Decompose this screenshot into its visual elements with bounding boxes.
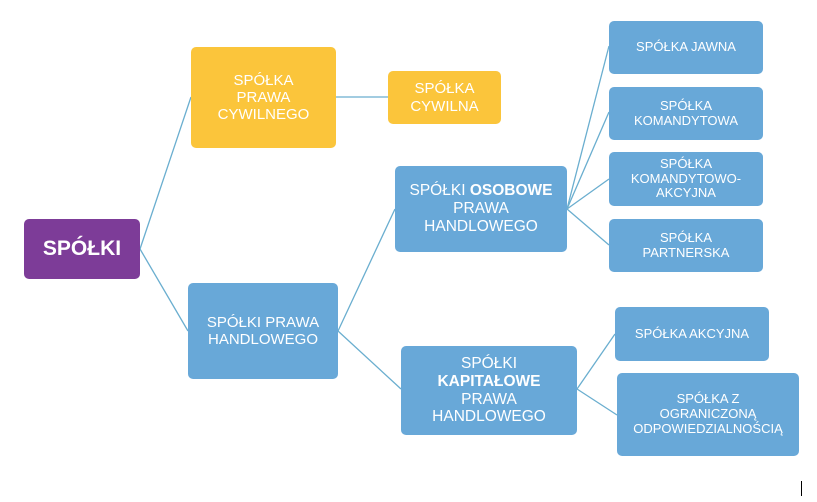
- node-spolki: SPÓŁKI: [24, 219, 140, 279]
- node-capital-line4: HANDLOWEGO: [432, 408, 546, 426]
- node-ljs-line3: AKCYJNA: [656, 185, 716, 201]
- node-spolka-jawna: SPÓŁKA JAWNA: [609, 21, 763, 74]
- node-spolki-osobowe: SPÓŁKI OSOBOWE PRAWA HANDLOWEGO: [395, 166, 567, 252]
- node-civil-partnership-line1: SPÓŁKA: [414, 80, 475, 98]
- connector-commercial-capital: [337, 330, 402, 390]
- node-limited-line1: SPÓŁKA: [659, 97, 713, 113]
- node-limited-line2: KOMANDYTOWA: [633, 112, 738, 128]
- connector-commercial-personal: [337, 208, 396, 332]
- node-spolki-label: SPÓŁKI: [42, 236, 122, 260]
- node-ljs-line1: SPÓŁKA: [659, 155, 713, 171]
- node-personal-prefix: SPÓŁKI: [409, 182, 470, 200]
- node-spolka-akcyjna: SPÓŁKA AKCYJNA: [615, 307, 769, 361]
- node-llc-line1: SPÓŁKA Z: [676, 391, 740, 407]
- node-commercial-law-line2: HANDLOWEGO: [207, 331, 318, 348]
- node-general-line1: SPÓŁKA JAWNA: [636, 39, 736, 55]
- connector-personal-professional: [566, 208, 610, 246]
- connector-personal-limited: [566, 111, 610, 210]
- node-spolki-kapitalowe: SPÓŁKI KAPITAŁOWE PRAWA HANDLOWEGO: [401, 346, 577, 435]
- node-personal-emphasis: OSOBOWE: [469, 182, 553, 200]
- node-spolka-z-oo: SPÓŁKA Z OGRANICZONĄ ODPOWIEDZIALNOŚCIĄ: [617, 373, 799, 456]
- node-capital-emphasis: KAPITAŁOWE: [437, 372, 541, 390]
- connector-capital-llc: [576, 388, 618, 416]
- node-civil-law-line2: PRAWA: [236, 88, 291, 106]
- node-llc-line3: ODPOWIEDZIALNOŚCIĄ: [633, 420, 783, 436]
- node-llc-line2: OGRANICZONĄ: [659, 406, 757, 422]
- connector-personal-general: [566, 45, 610, 210]
- node-civil-partnership-line2: CYWILNA: [410, 97, 479, 115]
- node-spolka-prawa-cywilnego: SPÓŁKA PRAWA CYWILNEGO: [191, 47, 336, 148]
- node-joint-stock-line1: SPÓŁKA AKCYJNA: [634, 325, 750, 341]
- node-personal-line2: PRAWA: [453, 200, 509, 218]
- node-capital-line1: SPÓŁKI: [461, 354, 517, 372]
- node-personal-line1: SPÓŁKI OSOBOWE: [410, 182, 553, 200]
- node-spolka-cywilna: SPÓŁKA CYWILNA: [388, 71, 501, 124]
- node-professional-line1: SPÓŁKA: [659, 229, 713, 245]
- node-spolka-partnerska: SPÓŁKA PARTNERSKA: [609, 219, 763, 272]
- node-spolka-komandytowa: SPÓŁKA KOMANDYTOWA: [609, 87, 763, 140]
- connector-root-civil: [139, 96, 192, 250]
- text-cursor: [801, 481, 802, 496]
- node-commercial-law-line1: SPÓŁKI PRAWA: [206, 313, 320, 331]
- connector-personal-ljs: [566, 178, 610, 210]
- node-capital-line2: KAPITAŁOWE: [437, 373, 540, 391]
- node-civil-law-line1: SPÓŁKA: [233, 71, 294, 89]
- node-capital-line3: PRAWA: [461, 390, 517, 408]
- node-ljs-line2: KOMANDYTOWO-: [630, 170, 742, 186]
- node-spolka-komandytowo-akcyjna: SPÓŁKA KOMANDYTOWO- AKCYJNA: [609, 152, 763, 206]
- node-civil-law-line3: CYWILNEGO: [217, 106, 310, 124]
- node-personal-line3: HANDLOWEGO: [424, 217, 538, 235]
- node-professional-line2: PARTNERSKA: [642, 244, 730, 260]
- node-spolki-prawa-handlowego: SPÓŁKI PRAWA HANDLOWEGO: [188, 283, 338, 379]
- connector-capital-jointstock: [576, 333, 616, 390]
- connector-root-commercial: [139, 248, 189, 332]
